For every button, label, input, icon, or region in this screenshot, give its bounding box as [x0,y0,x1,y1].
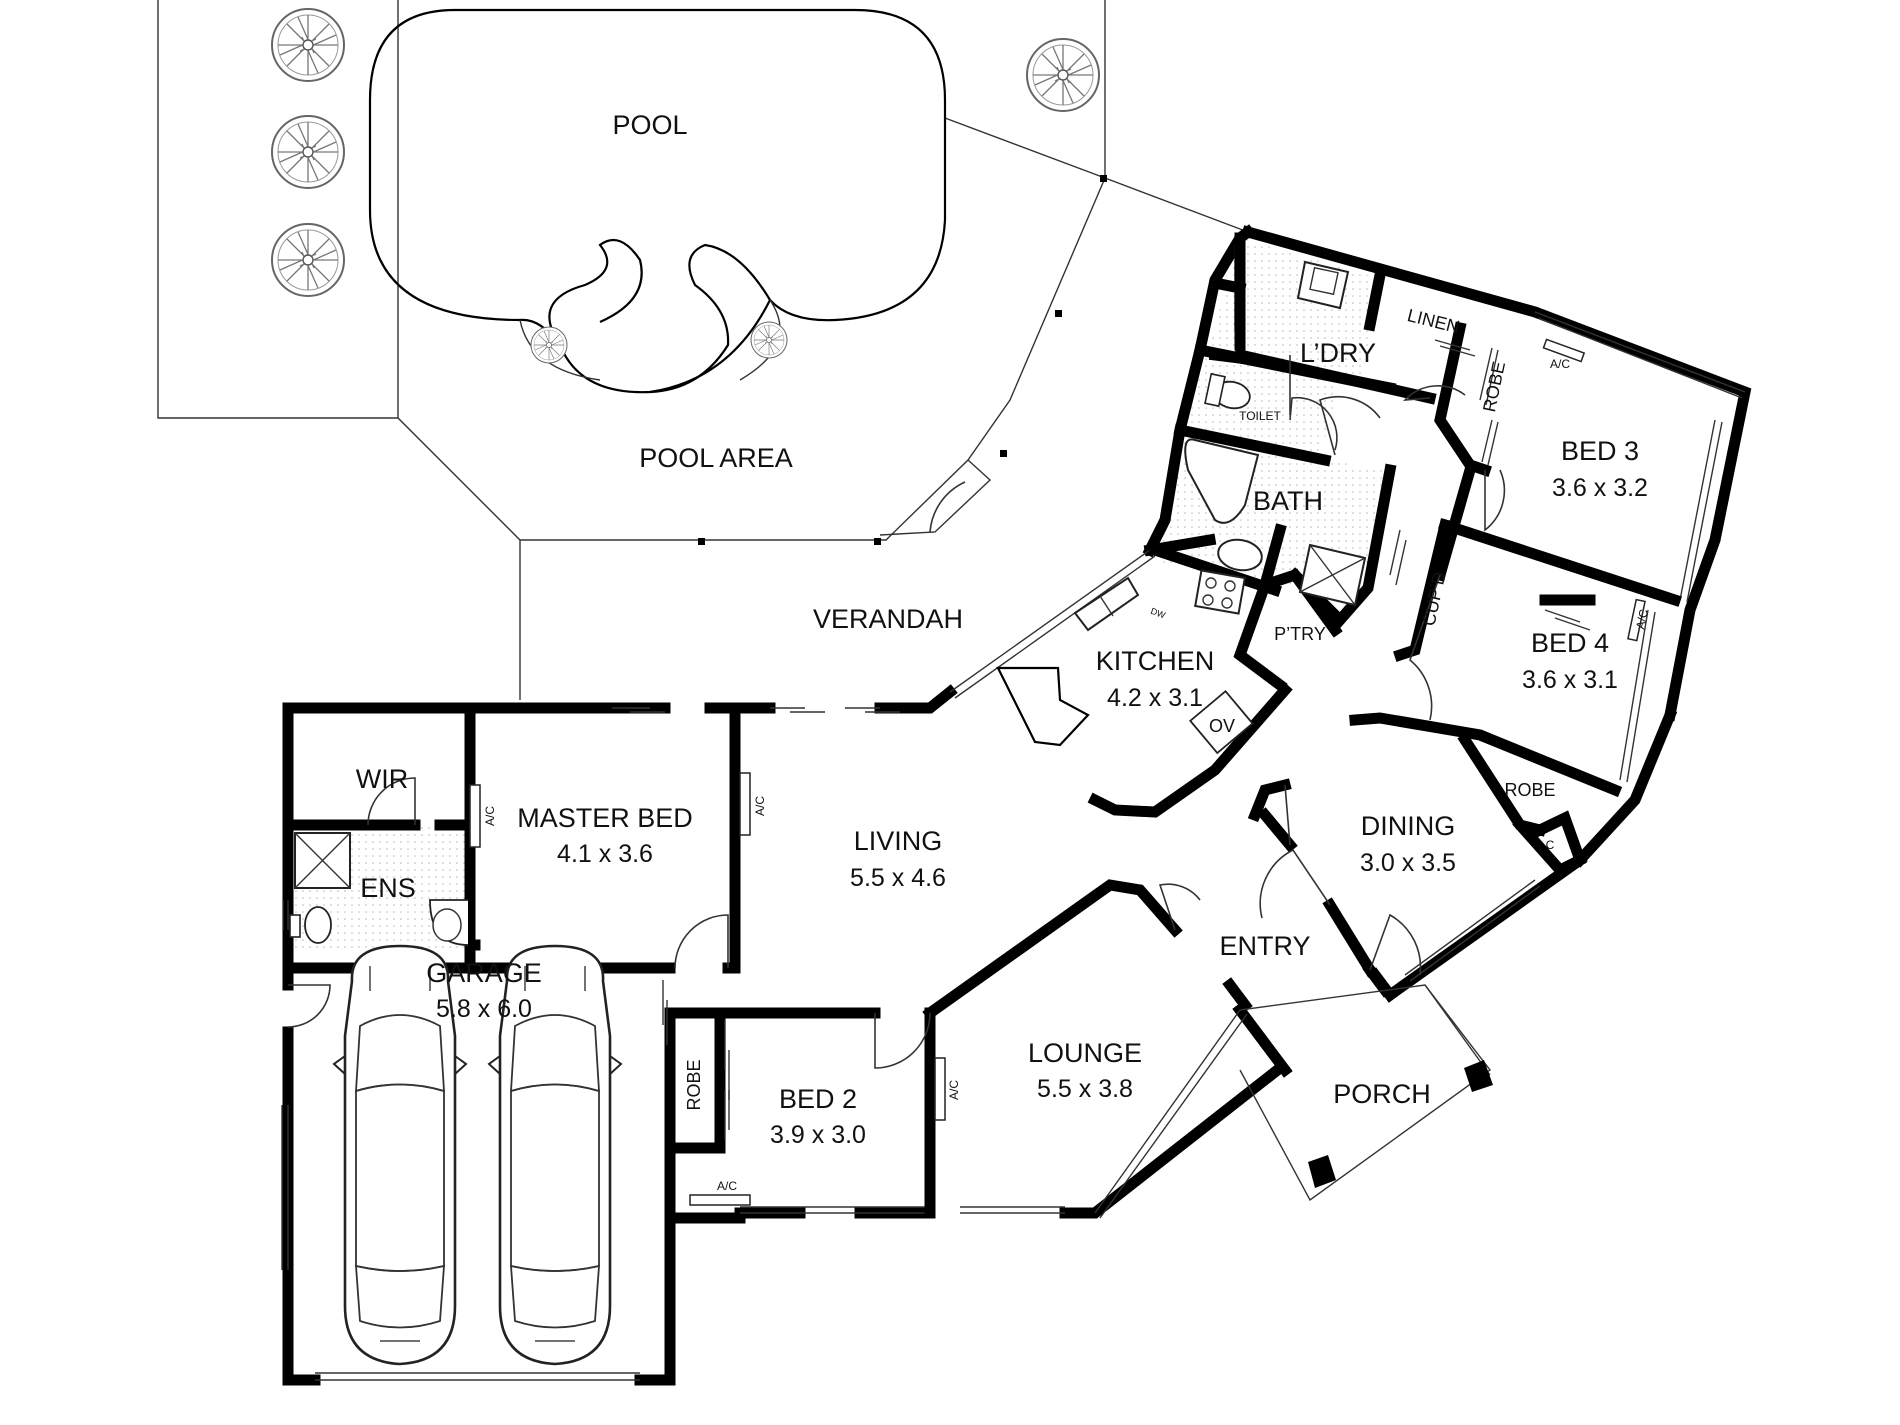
ac-units [469,338,1646,1206]
cupboard-label: CUP’D [1419,570,1450,628]
ac-label: A/C [483,806,497,826]
dw-label: DW [1149,606,1167,621]
doors [287,355,1506,1069]
bath-label: BATH [1253,486,1323,516]
bed3-robe-label: ROBE [1479,360,1509,414]
wir-label: WIR [356,764,408,794]
laundry-label: L’DRY [1300,338,1376,368]
bed4-label: BED 4 [1531,628,1609,658]
c-cupboard-label: C [1546,838,1555,852]
tree-icon [1026,38,1100,112]
pool-label: POOL [612,110,687,140]
tree-icon [750,321,788,359]
bed3-dims: 3.6 x 3.2 [1552,474,1648,502]
master-bed-label: MASTER BED [517,803,693,833]
tree-icon [530,326,568,364]
bed2-robe-label: ROBE [684,1059,704,1110]
lounge-label: LOUNGE [1028,1038,1142,1068]
ac-label: A/C [1550,357,1570,371]
tree-icon [271,115,345,189]
kitchen-label: KITCHEN [1096,646,1215,676]
ensuite-label: ENS [360,873,416,903]
bed2-dims: 3.9 x 3.0 [770,1121,866,1149]
dining-dims: 3.0 x 3.5 [1360,849,1456,877]
windows [281,245,1746,1381]
ac-label: A/C [753,796,767,816]
tree-icon [271,8,345,82]
master-bed-dims: 4.1 x 3.6 [557,840,653,868]
verandah-label: VERANDAH [813,604,963,634]
garage-dims: 5.8 x 6.0 [436,995,532,1023]
bed2-label: BED 2 [779,1084,857,1114]
lounge-dims: 5.5 x 3.8 [1037,1075,1133,1103]
sliding-doors [612,339,1591,1140]
outdoor-area [157,0,1249,700]
bed4-robe-label: ROBE [1504,780,1555,800]
entry-label: ENTRY [1219,931,1310,961]
pool-shape [368,8,947,394]
fixture-labels: A/C A/C A/C A/C A/C A/C DW [483,357,1651,1193]
fixtures [289,260,1367,946]
ac-label: A/C [1633,608,1651,631]
kitchen-dims: 4.2 x 3.1 [1107,684,1203,712]
bed3-label: BED 3 [1561,436,1639,466]
toilet-label: TOILET [1239,409,1281,423]
living-label: LIVING [854,826,943,856]
room-labels: POOL POOL AREA VERANDAH L’DRY LINEN TOIL… [356,110,1648,1149]
pool-area-label: POOL AREA [639,443,793,473]
linen-label: LINEN [1405,305,1461,337]
oven-label: OV [1209,716,1235,736]
pantry-label: P’TRY [1274,624,1326,644]
bed4-dims: 3.6 x 3.1 [1522,666,1618,694]
ac-label: A/C [717,1179,737,1193]
tree-icon [271,223,345,297]
dining-label: DINING [1361,811,1456,841]
porch-label: PORCH [1333,1079,1431,1109]
interior-walls [282,232,1682,1219]
porch-structure [1239,984,1493,1202]
ac-label: A/C [947,1080,961,1100]
garage-label: GARAGE [426,958,542,988]
living-dims: 5.5 x 4.6 [850,864,946,892]
